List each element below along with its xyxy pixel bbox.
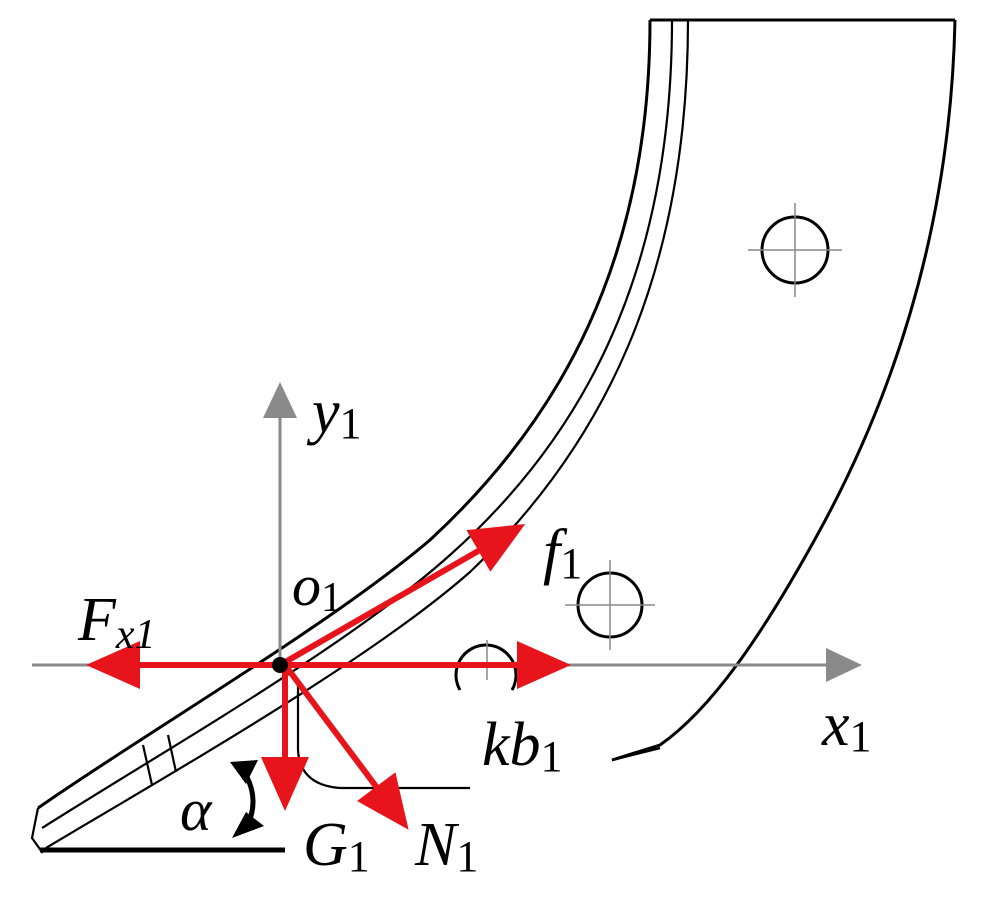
- shovel-front-edge-inner: [45, 19, 690, 849]
- shovel-shoe-step: [141, 734, 178, 786]
- label-force-f1: f1: [543, 518, 582, 588]
- origin-point: [272, 657, 288, 673]
- shovel-front-edge-outer: [37, 19, 652, 810]
- angle-alpha-marker: [230, 760, 264, 838]
- label-force-fx1: Fx1: [77, 586, 156, 658]
- x-axis-arrowhead: [826, 648, 862, 682]
- coordinate-axes: [32, 382, 862, 682]
- bolt-hole-crosshairs: [470, 203, 842, 680]
- bolt-hole-lower-arc: [454, 643, 518, 691]
- label-force-g1: G1: [303, 811, 370, 881]
- y-axis-arrowhead: [263, 382, 297, 418]
- force-arrow-f1: [278, 524, 526, 668]
- force-vectors: [86, 524, 571, 830]
- label-angle-alpha: α: [180, 777, 213, 843]
- label-force-kb1: kb1: [482, 711, 563, 781]
- shovel-right-edge: [611, 19, 957, 762]
- label-y-axis: y1: [306, 378, 362, 448]
- label-force-n1: N1: [414, 811, 478, 881]
- shovel-rib: [296, 680, 470, 790]
- kb-leader-line: [611, 746, 661, 762]
- shovel-front-edge-middle: [41, 19, 674, 829]
- shovel-tip: [30, 807, 47, 854]
- label-origin: o1: [292, 553, 342, 621]
- label-x-axis: x1: [821, 691, 872, 761]
- force-arrow-n1: [282, 663, 409, 830]
